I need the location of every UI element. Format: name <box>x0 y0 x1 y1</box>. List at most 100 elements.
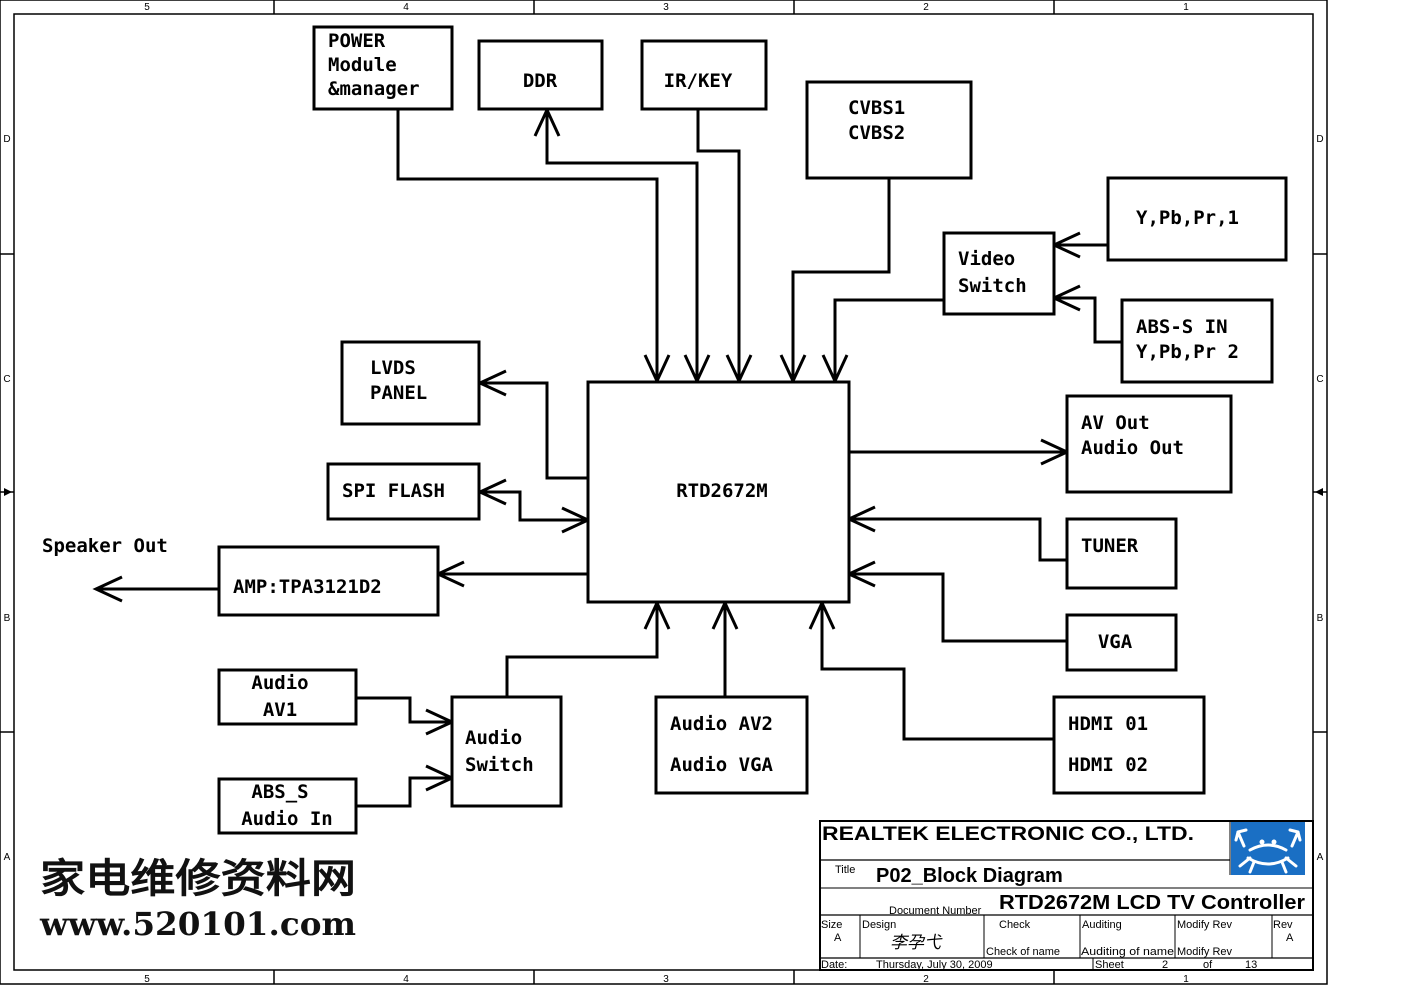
title-label: Title <box>835 864 855 876</box>
block-av-out: AV Out Audio Out <box>1065 394 1233 494</box>
sheet-total: 13 <box>1245 959 1257 971</box>
doc-number-label: Document Number <box>889 905 982 917</box>
block-audio-av2-vga: Audio AV2 Audio VGA <box>654 695 809 795</box>
sheet-title: P02_Block Diagram <box>876 865 1063 887</box>
size-value: A <box>834 932 842 944</box>
block-abs-s-audio-line2: Audio In <box>241 808 333 830</box>
block-tuner: TUNER <box>1065 517 1178 590</box>
zone-col-2-top: 2 <box>923 2 929 13</box>
realtek-crab-logo <box>1231 822 1305 875</box>
wire-abss-to-switch <box>1054 296 1122 344</box>
zone-col-1-top: 1 <box>1183 2 1189 13</box>
wire-vga-to-chip <box>849 572 1067 643</box>
block-power-line3: &manager <box>328 78 420 100</box>
block-cvbs-line1: CVBS1 <box>848 97 905 119</box>
block-irkey-label: IR/KEY <box>664 70 733 92</box>
block-power-line1: POWER <box>328 30 386 52</box>
block-lvds-line2: PANEL <box>370 382 427 404</box>
block-tuner-label: TUNER <box>1081 535 1139 557</box>
wire-irkey-to-chip <box>696 109 741 381</box>
block-audio-switch-line2: Switch <box>465 754 534 776</box>
zone-row-b-right: B <box>1317 613 1324 624</box>
block-power: POWER Module &manager <box>312 25 454 111</box>
zone-row-a-right: A <box>1317 852 1324 863</box>
zone-labels: 5 4 3 2 1 5 4 3 2 1 D C B A D C B A <box>3 2 1323 985</box>
block-hdmi-line1: HDMI 01 <box>1068 713 1148 735</box>
zone-row-c-left: C <box>3 374 10 385</box>
block-audio-av1-line1: Audio <box>251 672 308 694</box>
zone-row-c-right: C <box>1316 374 1323 385</box>
block-audio-av2-vga-line1: Audio AV2 <box>670 713 773 735</box>
sheet-number: 2 <box>1162 959 1168 971</box>
zone-col-4-bottom: 4 <box>403 974 409 985</box>
block-av-out-line1: AV Out <box>1081 412 1150 434</box>
block-ddr-label: DDR <box>523 70 558 92</box>
block-main-chip: RTD2672M <box>586 380 851 604</box>
sheet-label: Sheet <box>1095 959 1124 971</box>
block-video-switch-line1: Video <box>958 248 1015 270</box>
date-label: Date: <box>821 959 847 971</box>
block-audio-av1-line2: AV1 <box>263 699 297 721</box>
title-block: REALTEK ELECTRONIC CO., LTD. Title P02_B… <box>819 820 1314 971</box>
block-ddr: DDR <box>477 39 604 111</box>
block-cvbs: CVBS1 CVBS2 <box>805 80 973 180</box>
wire-av1-to-audioswitch <box>356 696 452 724</box>
block-abs-s-audio: ABS_S Audio In <box>217 777 358 835</box>
block-abs-s-in-line2: Y,Pb,Pr 2 <box>1136 341 1239 363</box>
block-hdmi-line2: HDMI 02 <box>1068 754 1148 776</box>
block-hdmi: HDMI 01 HDMI 02 <box>1052 695 1206 795</box>
block-lvds: LVDS PANEL <box>340 340 481 426</box>
zone-col-3-top: 3 <box>663 2 669 13</box>
block-ypbpr1-label: Y,Pb,Pr,1 <box>1136 207 1239 229</box>
block-spi-flash-label: SPI FLASH <box>342 480 445 502</box>
block-video-switch: Video Switch <box>942 231 1056 316</box>
block-spi-flash: SPI FLASH <box>326 462 481 521</box>
connections <box>92 106 1122 808</box>
doc-number: RTD2672M LCD TV Controller <box>999 892 1305 914</box>
company-name: REALTEK ELECTRONIC CO., LTD. <box>822 824 1194 845</box>
block-video-switch-line2: Switch <box>958 275 1027 297</box>
block-irkey: IR/KEY <box>640 39 768 111</box>
auditing-name: Auditing of name <box>1081 946 1174 958</box>
block-lvds-line1: LVDS <box>370 357 416 379</box>
block-power-line2: Module <box>328 54 397 76</box>
block-main-chip-label: RTD2672M <box>676 480 768 502</box>
modify-rev-label: Modify Rev <box>1177 919 1233 931</box>
frame-marker-left <box>4 488 12 496</box>
zone-col-5-top: 5 <box>144 2 150 13</box>
watermark-url: www.520101.com <box>39 905 356 943</box>
zone-row-d-left: D <box>3 134 10 145</box>
design-label: Design <box>862 919 896 931</box>
block-audio-switch-line1: Audio <box>465 727 522 749</box>
watermark: 家电维修资料网 www.520101.com <box>39 855 356 943</box>
check-label: Check <box>999 919 1031 931</box>
block-vga-label: VGA <box>1098 631 1133 653</box>
modify-rev-name: Modify Rev <box>1177 946 1233 958</box>
block-amp-label: AMP:TPA3121D2 <box>233 576 382 598</box>
design-signature: 李孕弋 <box>890 933 943 953</box>
wire-ddr-chip <box>545 110 699 381</box>
wire-power-to-chip <box>396 109 659 381</box>
size-label: Size <box>821 919 842 931</box>
rev-value: A <box>1286 932 1294 944</box>
zone-row-d-right: D <box>1316 134 1323 145</box>
zone-row-b-left: B <box>4 613 11 624</box>
wire-chip-to-lvds <box>480 381 588 480</box>
check-name: Check of name <box>986 946 1060 958</box>
block-audio-switch: Audio Switch <box>450 695 563 808</box>
watermark-chinese: 家电维修资料网 <box>40 855 356 902</box>
arrow-to-speaker <box>92 575 123 603</box>
block-ypbpr1: Y,Pb,Pr,1 <box>1106 176 1288 262</box>
wire-audioswitch-to-chip <box>505 603 659 697</box>
wire-hdmi-to-chip <box>820 603 1054 741</box>
auditing-label: Auditing <box>1082 919 1122 931</box>
rev-label: Rev <box>1273 919 1293 931</box>
wire-cvbs-to-chip <box>791 178 891 381</box>
speaker-out-label: Speaker Out <box>42 535 168 557</box>
zone-col-5-bottom: 5 <box>144 974 150 985</box>
block-abs-s-in: ABS-S IN Y,Pb,Pr 2 <box>1120 298 1274 384</box>
block-abs-s-in-line1: ABS-S IN <box>1136 316 1228 338</box>
block-abs-s-audio-line1: ABS_S <box>251 781 308 803</box>
wire-spi-chip <box>480 490 588 522</box>
